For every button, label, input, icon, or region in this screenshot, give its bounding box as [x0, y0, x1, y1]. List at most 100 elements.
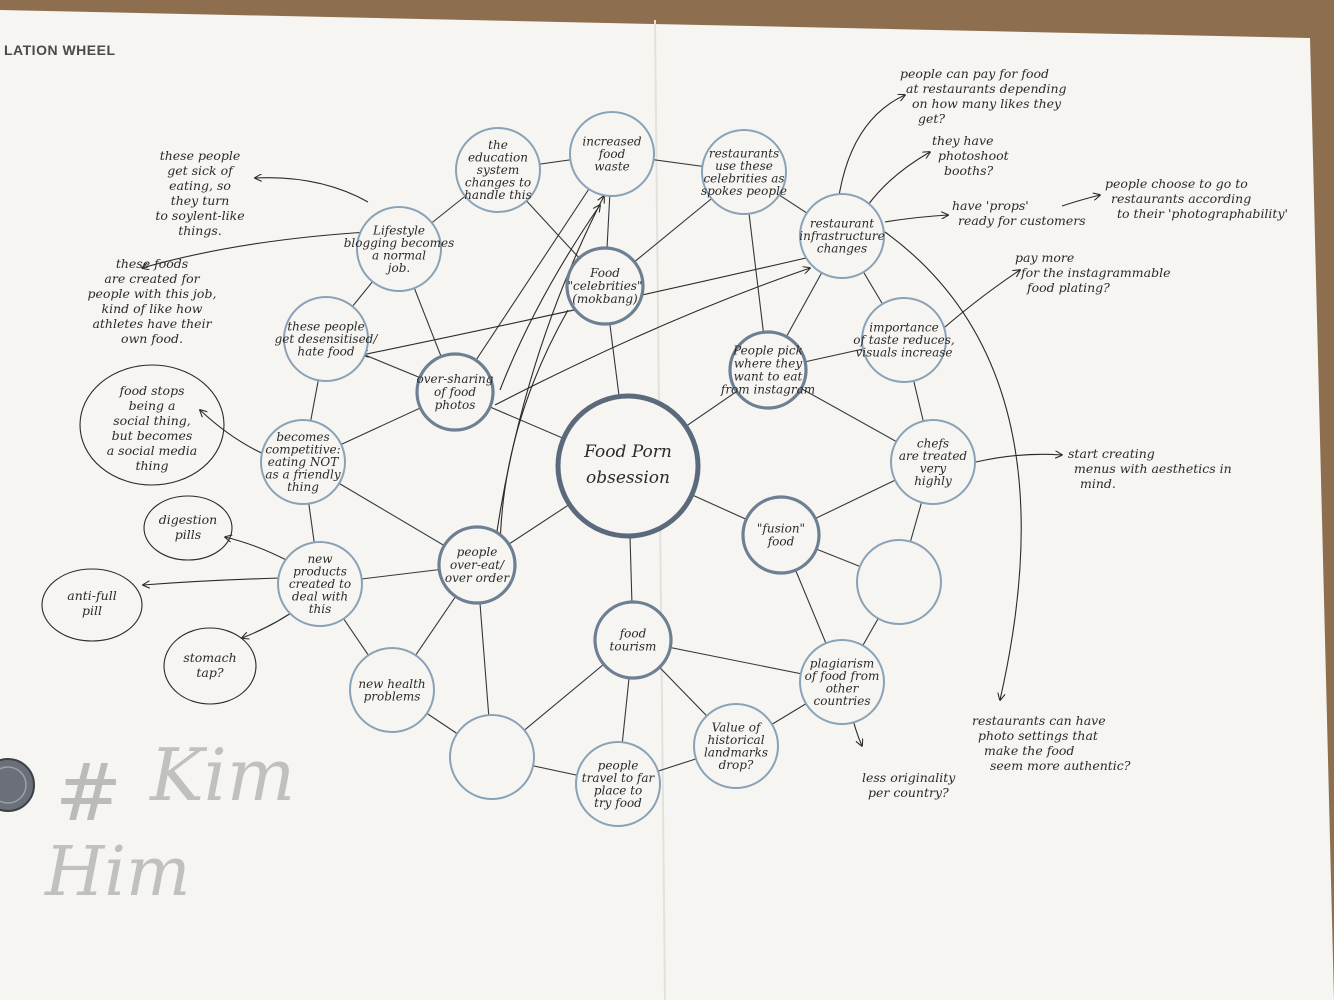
- tier2-node-2-text: infrastructure: [799, 229, 884, 243]
- tier2-node-2-circle: [799, 193, 885, 279]
- note-social-thing: being a: [129, 398, 176, 413]
- tier2-node-6-circle: [799, 639, 885, 725]
- tier1-node-5-circle: [415, 352, 495, 432]
- note-foods-created: these foods: [116, 256, 188, 271]
- tier1-node-1-text: from instagram: [720, 383, 815, 397]
- tier2-node-6-text: countries: [813, 694, 870, 708]
- tier2-node-3-text: of taste reduces,: [853, 333, 954, 347]
- note-props: ready for customers: [958, 213, 1086, 228]
- note-photo-settings: restaurants can have: [972, 713, 1106, 728]
- tier1-node-5-text: over-sharing: [417, 372, 494, 386]
- note-digestion-pills: digestion: [159, 512, 217, 527]
- tier2-node-6-text: other: [826, 681, 860, 695]
- note-foods-created: are created for: [104, 271, 200, 286]
- tier2-node-0-circle: [569, 111, 655, 197]
- tier2-node-15-text: handle this: [464, 188, 532, 202]
- tier2-node-5-circle: [856, 539, 942, 625]
- tier2-node-7-text: drop?: [719, 758, 754, 772]
- tier2-node-11-text: created to: [289, 577, 351, 591]
- scribble-him: Him: [43, 833, 191, 912]
- tier2-node-15-text: changes to: [465, 176, 531, 190]
- tier2-node-14-circle: [356, 206, 442, 292]
- note-sick-of-eating: these people: [160, 148, 241, 163]
- coin: [0, 758, 35, 812]
- tier2-node-14-text: a normal: [372, 248, 426, 262]
- tier2-node-0-text: food: [598, 147, 626, 161]
- note-sick-of-eating: things.: [178, 223, 222, 238]
- tier2-node-1-text: use these: [715, 159, 773, 173]
- tier1-node-2-circle: [741, 495, 821, 575]
- note-less-originality: less originality: [862, 770, 956, 785]
- tier2-node-13-circle: [283, 296, 369, 382]
- tier1-node-2-text: food: [767, 535, 795, 549]
- tier2-node-3-circle: [861, 297, 947, 383]
- note-anti-full-pill: anti-full: [67, 588, 116, 603]
- tier2-node-13-text: hate food: [297, 345, 355, 359]
- arrow-props: [884, 215, 948, 223]
- tier2-node-8-circle: [575, 741, 661, 827]
- tier1-node-0-text: "celebrities": [568, 279, 643, 293]
- tier2-node-2-text: restaurant: [810, 217, 874, 231]
- note-pay-more: food plating?: [1026, 280, 1110, 295]
- tier2-node-15-text: the: [488, 138, 508, 152]
- note-foods-created: athletes have their: [92, 316, 212, 331]
- tier2-node-0-text: increased: [582, 135, 642, 149]
- tier2-node-2-text: changes: [817, 242, 867, 256]
- arrow-photoshoot: [867, 152, 930, 206]
- tier2-node-11-circle: [277, 541, 363, 627]
- note-photo-settings: seem more authentic?: [990, 758, 1131, 773]
- pencil-scribbles: # Kim Him: [43, 733, 295, 912]
- note-sick-of-eating: to soylent-like: [155, 208, 244, 223]
- tier2-node-9-circle: [449, 714, 535, 800]
- edge-tier1-5-tier2-0-b: [454, 153, 613, 393]
- note-sick-of-eating: they turn: [171, 193, 230, 208]
- tier1-node-1-text: People pick: [732, 344, 803, 358]
- tier2-node-12-circle: [260, 419, 346, 505]
- tier2-node-10-text: problems: [364, 689, 421, 703]
- tier2-node-3-text: importance: [869, 321, 938, 335]
- note-props: have 'props': [952, 198, 1029, 213]
- note-photo-settings: photo settings that: [978, 728, 1099, 743]
- tier1-node-3-text: food: [619, 627, 647, 641]
- tier2-node-7-text: historical: [707, 733, 764, 747]
- bubble-social-thing: [79, 364, 225, 486]
- note-sick-of-eating: eating, so: [169, 178, 231, 193]
- note-foods-created: own food.: [121, 331, 183, 346]
- tier2-node-11-text: deal with: [292, 590, 348, 604]
- scribble-kim: Kim: [148, 733, 295, 817]
- note-stomach-tap: tap?: [196, 665, 223, 680]
- tier2-node-15-text: education: [468, 151, 528, 165]
- tier1-node-0-text: (mokbang): [572, 292, 638, 306]
- tier1-node-4-text: over-eat/: [450, 558, 506, 572]
- bubble-digestion-pills: [143, 495, 233, 561]
- tier1-node-2: "fusion"food: [741, 495, 821, 575]
- arrow-photo-settings: [884, 231, 1022, 700]
- note-photoshoot-booths: booths?: [944, 163, 994, 178]
- note-anti-full-pill: pill: [82, 603, 102, 618]
- tier2-node-13-text: get desensitised/: [275, 332, 380, 346]
- tier1-node-2-text: "fusion": [757, 522, 805, 536]
- note-pay-more: pay more: [1015, 250, 1074, 265]
- tier2-node-1-text: spokes people: [701, 184, 787, 198]
- note-digestion-pills: pills: [175, 527, 201, 542]
- tier2-node-10-text: new health: [358, 677, 425, 691]
- tier2-node-8-text: travel to far: [582, 771, 656, 785]
- note-choose-restaurants: people choose to go to: [1105, 176, 1248, 191]
- note-social-thing: food stops: [118, 383, 184, 398]
- arrow-foods-created: [142, 231, 369, 268]
- note-menus: mind.: [1080, 476, 1116, 491]
- note-choose-restaurants: restaurants according: [1111, 191, 1251, 206]
- tier1-node-0: Food"celebrities"(mokbang): [565, 246, 645, 326]
- note-pay-for-food: at restaurants depending: [906, 81, 1067, 96]
- tier2-node-8-text: try food: [594, 796, 642, 810]
